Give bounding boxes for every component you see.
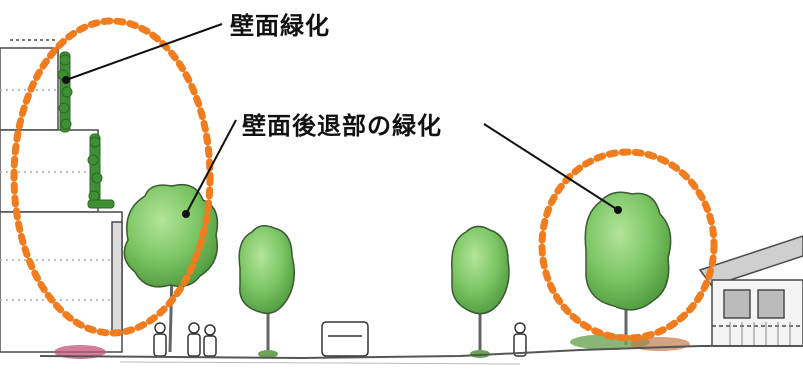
shrubs bbox=[54, 334, 690, 359]
right-house bbox=[698, 235, 803, 347]
label-setback-greening: 壁面後退部の緑化 bbox=[242, 112, 442, 140]
label-wall-greening: 壁面緑化 bbox=[230, 12, 330, 40]
bus-shelter bbox=[321, 321, 369, 357]
highlight-ellipse-left bbox=[10, 17, 214, 337]
pedestrians bbox=[153, 322, 527, 357]
tree-right-setback bbox=[584, 191, 672, 345]
highlight-ellipse-right bbox=[538, 148, 718, 342]
leader-dots bbox=[62, 76, 622, 218]
street-tree-2 bbox=[238, 225, 295, 352]
wall-ivy bbox=[57, 51, 115, 209]
leader-lines bbox=[65, 23, 619, 215]
ground-line bbox=[39, 345, 803, 365]
street-tree-3 bbox=[451, 225, 510, 352]
